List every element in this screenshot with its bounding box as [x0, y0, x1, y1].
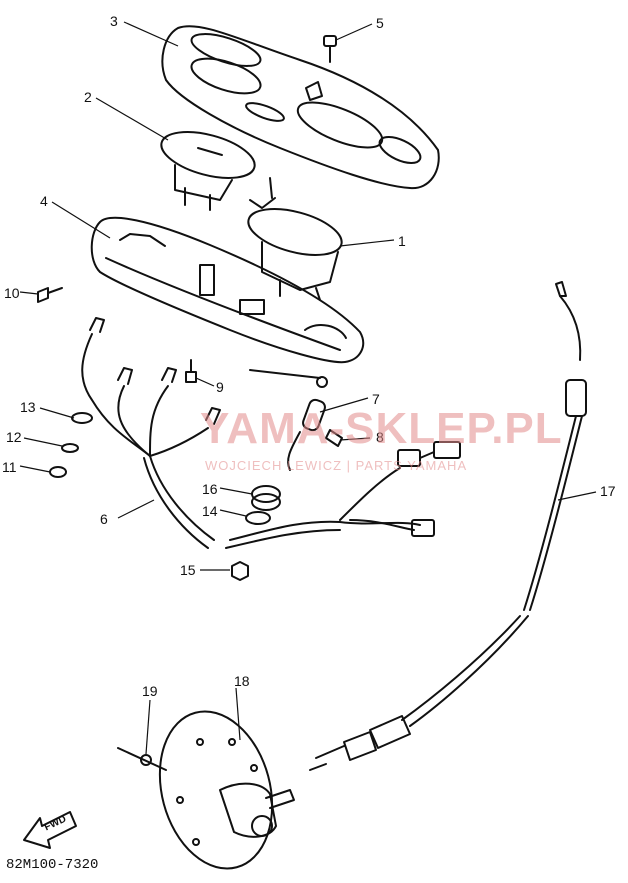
callout-18: 18	[234, 673, 250, 689]
callout-12: 12	[6, 429, 22, 445]
meter-cover-part-3	[161, 25, 440, 190]
callout-8: 8	[376, 429, 384, 445]
wire-harness-part-6	[81, 317, 421, 549]
meter-case-part-4	[90, 216, 365, 388]
diagram-code: 82M100-7320	[6, 857, 99, 873]
watermark-title: YAMA-SKLEP.PL	[200, 404, 563, 453]
meter-cable-part-17	[309, 281, 587, 771]
callout-10: 10	[4, 285, 20, 301]
callout-13: 13	[20, 399, 36, 415]
grommet-part-16	[251, 485, 281, 511]
callout-16: 16	[202, 481, 218, 497]
callout-5: 5	[376, 15, 384, 31]
callout-19: 19	[142, 683, 158, 699]
watermark-subtitle: WOJCIECH LEWICZ | PARTS YAMAHA	[205, 458, 468, 473]
gear-unit-part-18	[158, 710, 295, 870]
nut-part-15	[231, 561, 249, 581]
pin-part-19	[117, 747, 167, 771]
bolt-part-9	[185, 359, 197, 383]
callout-14: 14	[202, 503, 218, 519]
callout-2: 2	[84, 89, 92, 105]
screw-part-10	[37, 287, 63, 303]
connector-group	[339, 441, 461, 537]
callout-1: 1	[398, 233, 406, 249]
washer-part-12	[61, 443, 79, 453]
meter-part-2	[160, 131, 256, 211]
callout-9: 9	[216, 379, 224, 395]
callout-3: 3	[110, 13, 118, 29]
callout-15: 15	[180, 562, 196, 578]
screw-part-5	[305, 35, 337, 101]
callout-11: 11	[2, 459, 17, 475]
meter-part-1	[247, 177, 343, 301]
washer-part-14	[245, 511, 271, 525]
callout-7: 7	[372, 391, 380, 407]
callout-6: 6	[100, 511, 108, 527]
sleeve-part-7	[287, 398, 326, 471]
callout-17: 17	[600, 483, 616, 499]
fwd-arrow-icon	[23, 811, 77, 849]
screw-part-8	[325, 429, 343, 447]
grommet-part-11	[49, 466, 67, 478]
callout-4: 4	[40, 193, 48, 209]
washer-part-13	[71, 412, 93, 424]
